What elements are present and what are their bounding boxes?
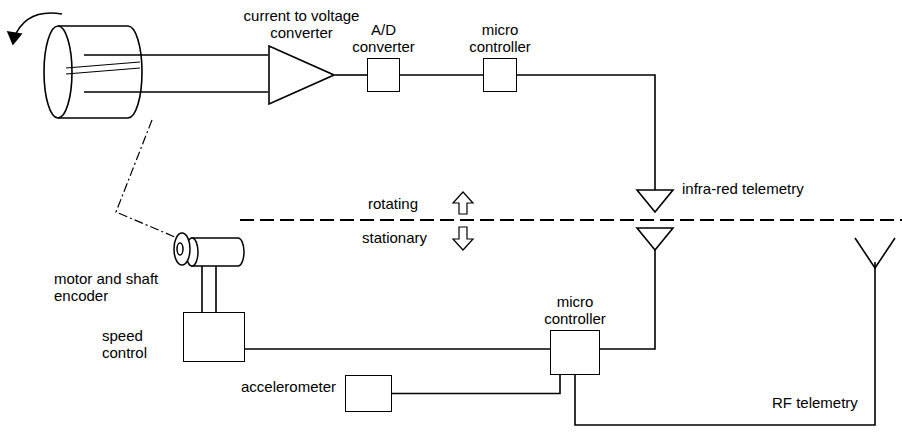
control-box: speed control — [183, 312, 245, 362]
node-label: micro controller — [460, 21, 540, 56]
text-span: rotating — [368, 195, 418, 212]
label-holder: accelerometer — [241, 378, 336, 395]
converter-box: A/D converter — [367, 58, 400, 92]
ir-transmitter — [637, 190, 673, 212]
triangle-outline — [269, 46, 334, 104]
up-arrow — [453, 192, 473, 214]
amplifier-triangle: current to voltage converter — [268, 45, 335, 105]
signal-wire — [245, 348, 550, 350]
electrode-lead — [84, 55, 268, 92]
label-holder: current to voltage converter — [239, 7, 364, 42]
text-span: RF telemetry — [772, 394, 858, 411]
encoder-hub — [177, 243, 183, 255]
text-span: stationary — [362, 229, 427, 246]
node-label: current to voltage converter — [239, 7, 364, 42]
controller-box: micro controller — [483, 58, 517, 92]
sensor-box: accelerometer — [345, 375, 392, 412]
rf-wire — [575, 262, 875, 425]
arrow-head — [8, 32, 21, 44]
node-label: speed control — [102, 327, 164, 362]
motor-symbol: motor and shaft encoder — [170, 232, 250, 268]
node-label: micro controller — [535, 293, 615, 328]
down-arrow — [453, 227, 473, 250]
antenna — [855, 238, 895, 268]
region-label: rotating — [368, 195, 418, 212]
ir-wire — [517, 75, 655, 190]
signal-wire — [400, 74, 483, 76]
ir-wire — [600, 250, 655, 349]
label-holder: motor and shaft encoder — [54, 270, 166, 305]
boundary-line — [240, 219, 902, 221]
drum-slit — [66, 62, 140, 74]
signal-wire — [335, 74, 367, 76]
triangle-outline — [268, 45, 335, 105]
encoder-disk — [174, 233, 190, 265]
region-label: stationary — [362, 229, 427, 246]
ir-receiver — [637, 228, 673, 250]
telemetry-label: infra-red telemetry — [682, 180, 804, 197]
text-span: infra-red telemetry — [682, 180, 804, 197]
label-holder: speed control — [102, 327, 164, 362]
label-holder: micro controller — [535, 293, 615, 328]
label-holder: micro controller — [460, 21, 540, 56]
telemetry-label: RF telemetry — [772, 394, 858, 411]
node-label: A/D converter — [346, 21, 421, 56]
drum-end — [44, 26, 72, 118]
label-holder: A/D converter — [346, 21, 421, 56]
drive-link — [116, 120, 182, 240]
motor-outline — [170, 232, 250, 268]
controller-box: micro controller — [550, 330, 600, 375]
motor-body — [192, 238, 244, 266]
node-label: motor and shaft encoder — [54, 270, 166, 305]
signal-wire — [392, 375, 560, 394]
node-label: accelerometer — [241, 378, 336, 395]
signal-wire — [202, 266, 216, 312]
